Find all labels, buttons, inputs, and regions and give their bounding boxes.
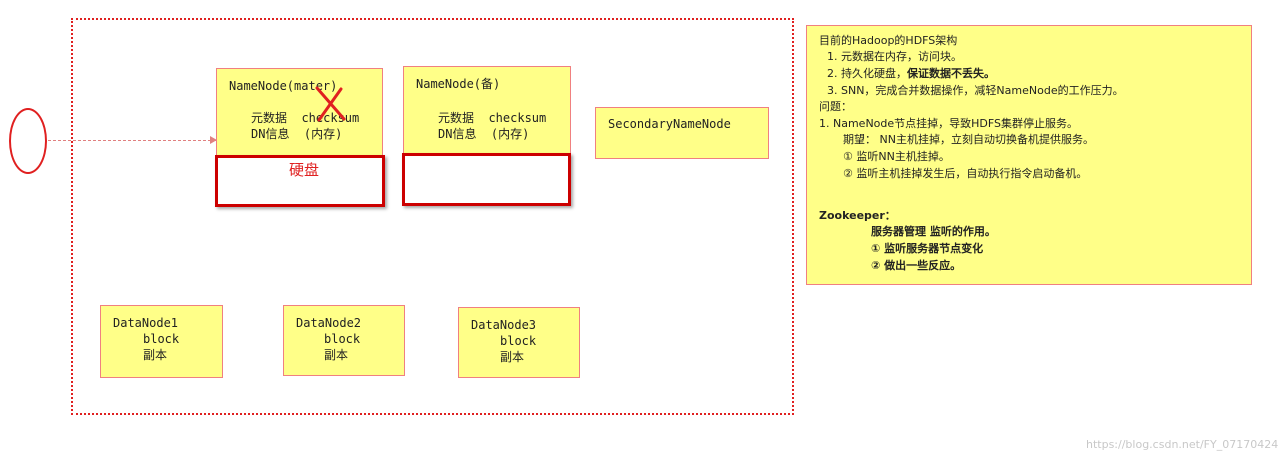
datanode-1-replica: 副本	[143, 348, 168, 362]
cluster-boundary	[71, 18, 794, 415]
namenode-master-metadata: 元数据 checksum	[251, 111, 360, 125]
notes-heading: 目前的Hadoop的HDFS架构	[819, 34, 958, 47]
datanode-3-box: DataNode3 block 副本	[458, 307, 580, 378]
failure-x-icon	[315, 86, 346, 122]
namenode-master-disk	[215, 155, 385, 207]
expectation-1: ① 监听NN主机挂掉。	[843, 150, 950, 163]
zookeeper-heading: Zookeeper：	[819, 209, 896, 222]
datanode-1-box: DataNode1 block 副本	[100, 305, 223, 378]
datanode-1-title: DataNode1	[113, 316, 179, 330]
zookeeper-point-1: ① 监听服务器节点变化	[871, 242, 984, 255]
datanode-1-block: block	[143, 332, 180, 346]
secondary-namenode-box: SecondaryNameNode	[595, 107, 769, 159]
connector-arrowhead	[210, 136, 217, 144]
notes-item-3: 3. SNN，完成合并数据操作，减轻NameNode的工作压力。	[827, 84, 1124, 97]
namenode-standby-metadata: 元数据 checksum	[438, 111, 547, 125]
disk-label: 硬盘	[289, 161, 320, 179]
client-connector	[48, 140, 216, 141]
datanode-3-replica: 副本	[500, 350, 525, 364]
datanode-2-block: block	[324, 332, 361, 346]
namenode-standby-disk	[402, 153, 571, 206]
namenode-master-box: NameNode(mater) 元数据 checksum DN信息 (内存)	[216, 68, 383, 156]
namenode-standby-dninfo: DN信息 (内存)	[438, 127, 530, 141]
datanode-3-block: block	[500, 334, 537, 348]
notes-panel: 目前的Hadoop的HDFS架构 1. 元数据在内存，访问块。 2. 持久化硬盘…	[806, 25, 1252, 285]
datanode-2-box: DataNode2 block 副本	[283, 305, 405, 376]
datanode-2-replica: 副本	[324, 348, 349, 362]
datanode-3-title: DataNode3	[471, 318, 537, 332]
problem-heading: 问题：	[819, 100, 852, 113]
expectation-2: ② 监听主机挂掉发生后，自动执行指令启动备机。	[843, 167, 1088, 180]
datanode-2-title: DataNode2	[296, 316, 362, 330]
namenode-master-dninfo: DN信息 (内存)	[251, 127, 343, 141]
namenode-standby-title: NameNode(备)	[416, 77, 501, 91]
problem-1: 1. NameNode节点挂掉，导致HDFS集群停止服务。	[819, 117, 1079, 130]
zookeeper-point-2: ② 做出一些反应。	[871, 259, 962, 272]
zookeeper-role: 服务器管理 监听的作用。	[871, 225, 996, 238]
client-ellipse	[9, 108, 47, 174]
expectation: 期望： NN主机挂掉，立刻自动切换备机提供服务。	[843, 133, 1094, 146]
namenode-standby-box: NameNode(备) 元数据 checksum DN信息 (内存)	[403, 66, 571, 154]
notes-item-1: 1. 元数据在内存，访问块。	[827, 50, 962, 63]
watermark: https://blog.csdn.net/FY_07170424	[1086, 438, 1279, 451]
namenode-master-title: NameNode(mater)	[229, 79, 338, 93]
notes-item-2: 2. 持久化硬盘，保证数据不丢失。	[827, 67, 995, 80]
secondary-namenode-title: SecondaryNameNode	[608, 117, 731, 131]
